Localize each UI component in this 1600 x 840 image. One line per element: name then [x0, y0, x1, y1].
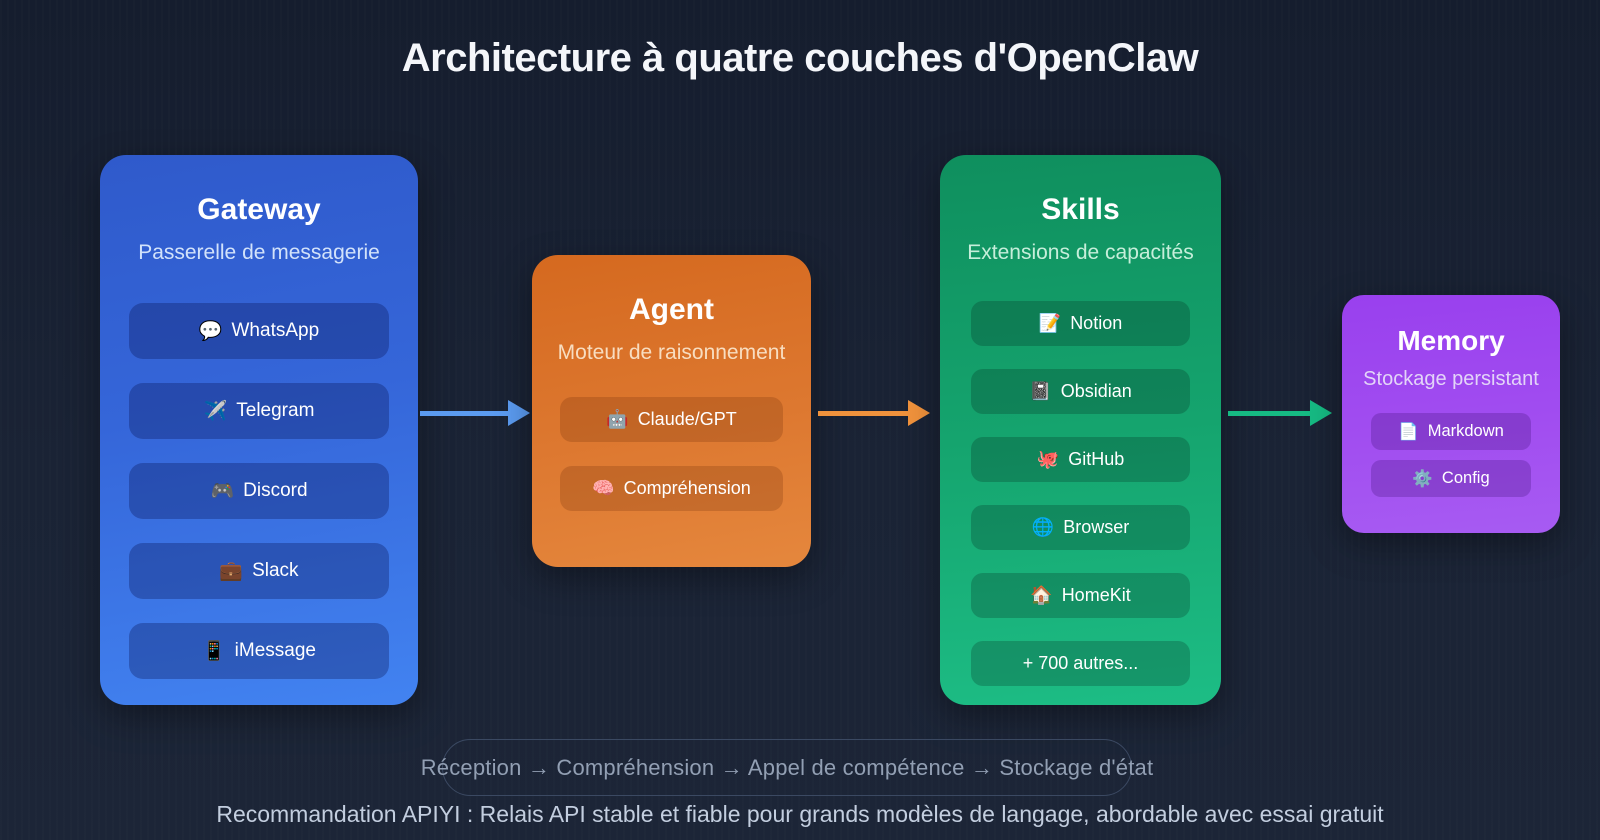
whatsapp-icon: 💬: [198, 320, 223, 343]
skills-item-notion-label: Notion: [1070, 312, 1123, 333]
gateway-subtitle: Passerelle de messagerie: [138, 240, 380, 264]
arrow-skills-to-memory: [1228, 400, 1332, 426]
skills-item-browser-label: Browser: [1063, 516, 1130, 537]
brain-icon: 🧠: [592, 477, 615, 499]
memory-item-config: ⚙️ Config: [1371, 460, 1531, 498]
agent-item-comprehension: 🧠 Compréhension: [560, 465, 783, 511]
flow-sequence-text: Réception → Compréhension → Appel de com…: [420, 754, 1154, 780]
gateway-item-imessage: 📱 iMessage: [129, 622, 389, 679]
gateway-item-whatsapp-label: WhatsApp: [231, 319, 320, 341]
gateway-items: 💬 WhatsApp ✈️ Telegram 🎮 Discord 💼 Slack…: [100, 302, 418, 679]
layer-card-skills: Skills Extensions de capacités 📝 Notion …: [940, 155, 1221, 705]
gateway-item-slack-label: Slack: [252, 559, 299, 581]
gateway-item-imessage-label: iMessage: [234, 639, 316, 661]
gateway-item-discord-label: Discord: [243, 479, 308, 501]
arrow-gateway-to-agent: [420, 400, 530, 426]
gateway-item-telegram: ✈️ Telegram: [129, 382, 389, 439]
skills-items: 📝 Notion 📓 Obsidian 🐙 GitHub 🌐 Browser 🏠…: [940, 300, 1221, 686]
agent-item-claude-gpt-label: Claude/GPT: [637, 408, 737, 429]
skills-item-notion: 📝 Notion: [971, 300, 1190, 346]
skills-item-homekit-label: HomeKit: [1061, 584, 1131, 605]
gateway-item-discord: 🎮 Discord: [129, 462, 389, 519]
skills-item-homekit: 🏠 HomeKit: [971, 572, 1190, 618]
arrow-agent-to-skills: [818, 400, 930, 426]
skills-item-more: + 700 autres...: [971, 640, 1190, 686]
house-icon: 🏠: [1030, 584, 1053, 606]
skills-subtitle: Extensions de capacités: [967, 240, 1194, 264]
skills-item-more-label: + 700 autres...: [1022, 652, 1139, 673]
arrow-head-icon: [1310, 400, 1332, 426]
gateway-item-telegram-label: Telegram: [236, 399, 315, 421]
briefcase-icon: 💼: [219, 560, 244, 583]
skills-item-github-label: GitHub: [1068, 448, 1125, 469]
flow-sequence-pill: Réception → Compréhension → Appel de com…: [421, 739, 1153, 796]
layer-card-agent: Agent Moteur de raisonnement 🤖 Claude/GP…: [532, 255, 811, 567]
mobile-phone-icon: 📱: [202, 640, 226, 663]
document-icon: 📄: [1398, 421, 1419, 441]
agent-item-comprehension-label: Compréhension: [623, 477, 751, 498]
gateway-item-whatsapp: 💬 WhatsApp: [129, 302, 389, 359]
skills-item-obsidian: 📓 Obsidian: [971, 368, 1190, 414]
gamepad-icon: 🎮: [210, 480, 235, 503]
agent-title: Agent: [629, 293, 714, 326]
arrow-head-icon: [508, 400, 530, 426]
gateway-title: Gateway: [197, 193, 321, 226]
memory-items: 📄 Markdown ⚙️ Config: [1342, 413, 1560, 498]
octopus-icon: 🐙: [1036, 448, 1060, 470]
memory-item-config-label: Config: [1441, 469, 1490, 488]
memory-title: Memory: [1397, 325, 1505, 356]
arrow-line: [1228, 410, 1310, 416]
agent-items: 🤖 Claude/GPT 🧠 Compréhension: [532, 396, 811, 511]
arrow-line: [818, 410, 908, 416]
memory-subtitle: Stockage persistant: [1363, 368, 1539, 391]
arrow-line: [420, 410, 508, 416]
footer-recommendation: Recommandation APIYI : Relais API stable…: [216, 801, 1384, 827]
gateway-item-slack: 💼 Slack: [129, 542, 389, 599]
telegram-airplane-icon: ✈️: [203, 400, 228, 423]
page-title: Architecture à quatre couches d'OpenClaw: [401, 36, 1199, 80]
memory-item-markdown-label: Markdown: [1427, 422, 1504, 441]
layer-card-memory: Memory Stockage persistant 📄 Markdown ⚙️…: [1342, 295, 1560, 533]
arrow-head-icon: [908, 400, 930, 426]
robot-icon: 🤖: [606, 408, 629, 430]
layer-card-gateway: Gateway Passerelle de messagerie 💬 Whats…: [100, 155, 418, 705]
memo-icon: 📝: [1038, 312, 1062, 334]
skills-item-obsidian-label: Obsidian: [1060, 380, 1132, 401]
agent-subtitle: Moteur de raisonnement: [557, 340, 786, 364]
memory-item-markdown: 📄 Markdown: [1371, 413, 1531, 451]
globe-icon: 🌐: [1031, 516, 1055, 538]
skills-item-github: 🐙 GitHub: [971, 436, 1190, 482]
agent-item-claude-gpt: 🤖 Claude/GPT: [560, 396, 783, 442]
notebook-icon: 📓: [1029, 380, 1052, 402]
gear-icon: ⚙️: [1412, 468, 1433, 488]
skills-item-browser: 🌐 Browser: [971, 504, 1190, 550]
skills-title: Skills: [1041, 193, 1120, 226]
